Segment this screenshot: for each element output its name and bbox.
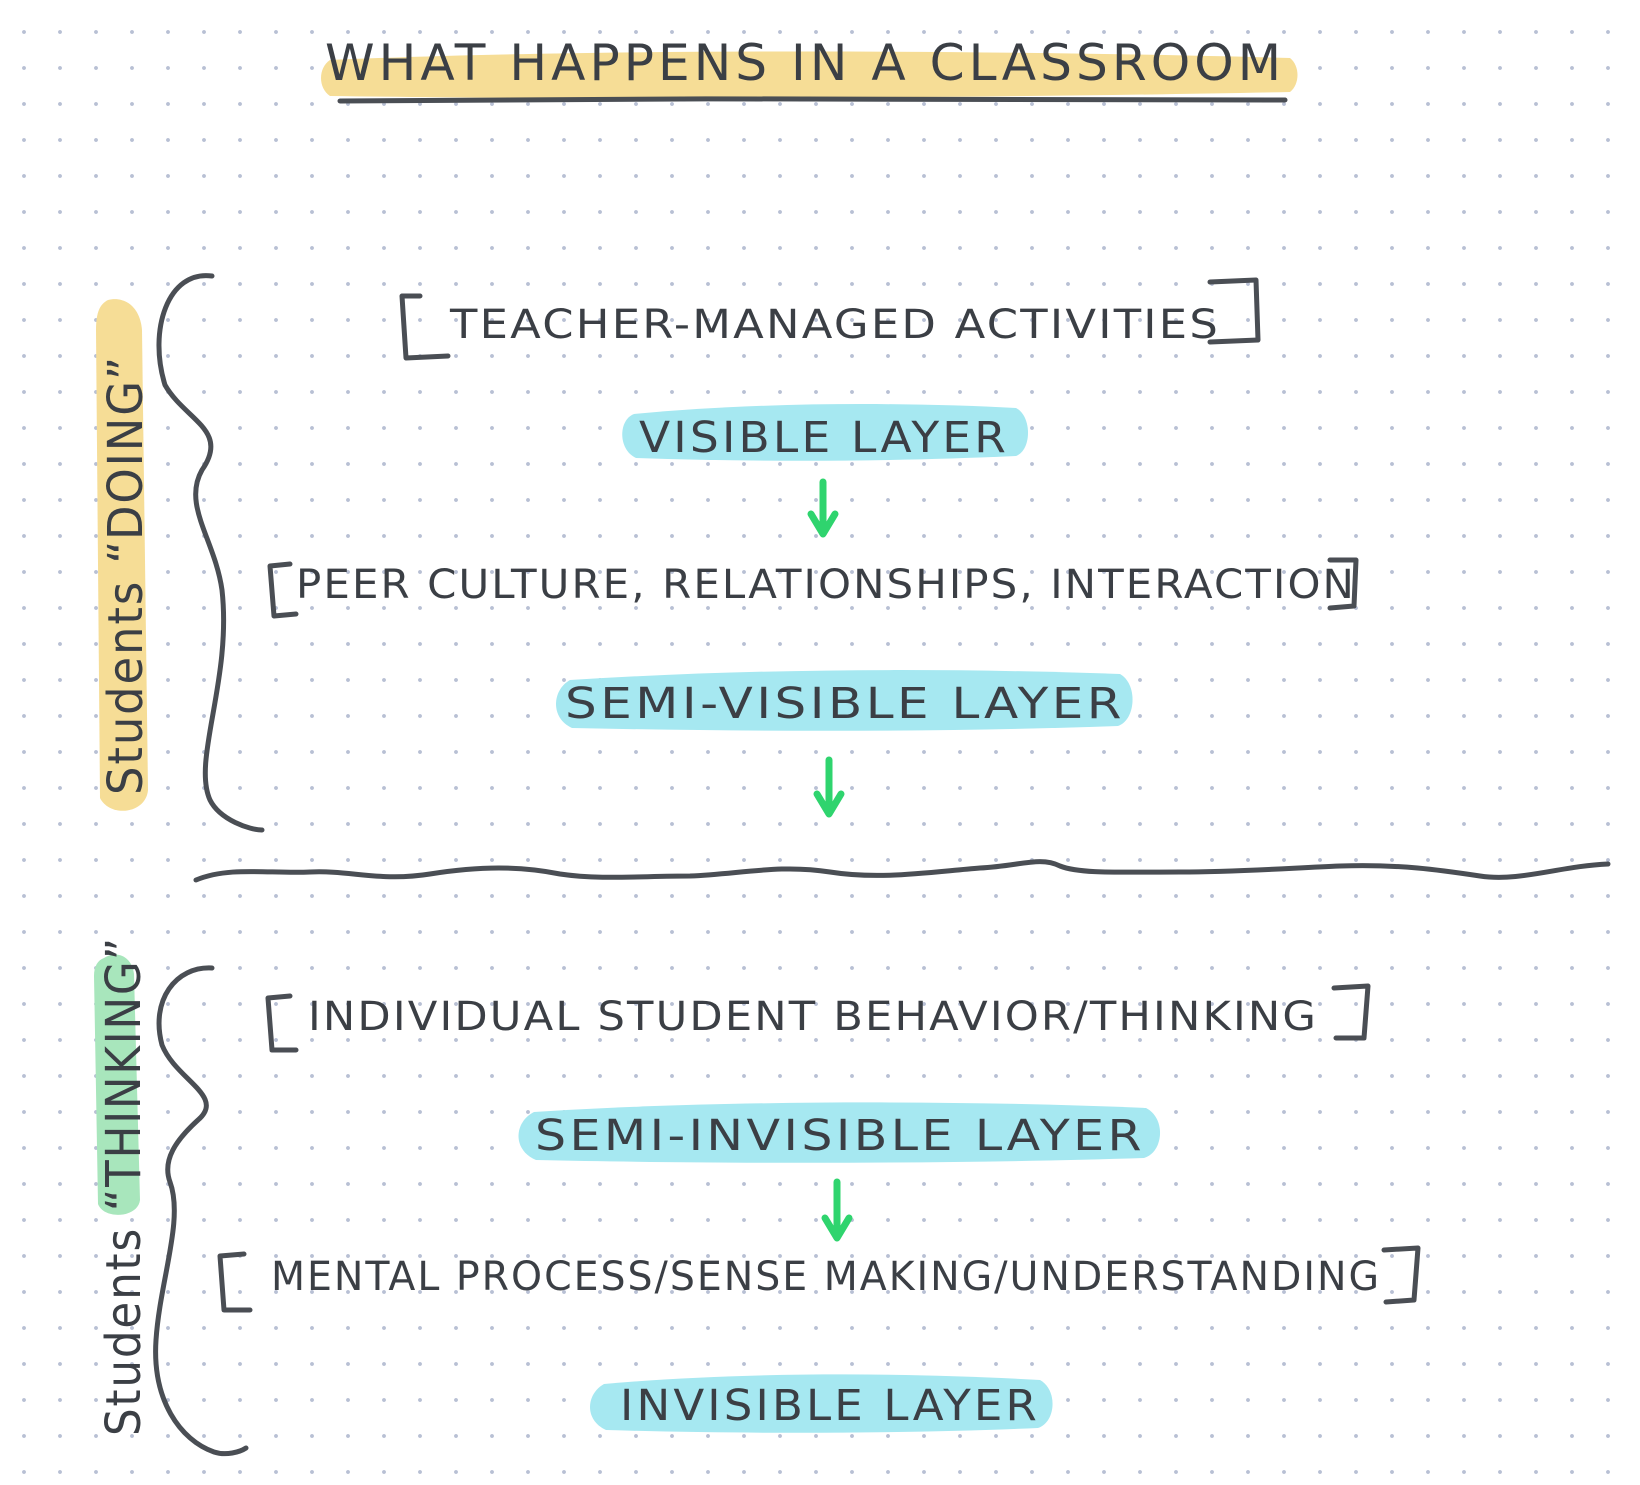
left-bracket: [267, 561, 299, 619]
right-bracket: [1207, 277, 1261, 345]
down-arrow-icon: [821, 1178, 853, 1242]
left-bracket: [399, 293, 451, 361]
doing-side-highlight: [96, 299, 148, 811]
bracket-text-mental-process: MENTAL PROCESS/SENSE MAKING/UNDERSTANDIN…: [271, 1254, 1381, 1300]
layer-highlight: [622, 404, 1028, 461]
doing-section: Students “DOING” TEACHER-MANAGED ACTIVIT…: [96, 273, 1359, 833]
down-arrow-icon: [813, 756, 845, 818]
doing-curly-brace-icon: [156, 273, 265, 833]
bracket-text-peer-culture: PEER CULTURE, RELATIONSHIPS, INTERACTION: [296, 562, 1356, 608]
layer-highlight: [556, 670, 1133, 731]
left-bracket: [265, 993, 299, 1053]
layer-label-visible: VISIBLE LAYER: [639, 413, 1009, 463]
right-bracket: [1331, 983, 1371, 1041]
down-arrow-icon: [807, 478, 839, 538]
layer-highlight: [590, 1374, 1053, 1433]
right-bracket: [1327, 557, 1359, 611]
thinking-section: Students “THINKING” INDIVIDUAL STUDENT B…: [94, 936, 1421, 1457]
bracket-text-teacher-managed: TEACHER-MANAGED ACTIVITIES: [449, 302, 1220, 348]
bracket-text-individual-student: INDIVIDUAL STUDENT BEHAVIOR/THINKING: [308, 994, 1318, 1040]
page-title: WHAT HAPPENS IN A CLASSROOM: [325, 34, 1285, 92]
thinking-side-highlight: [94, 954, 140, 1215]
layer-label-invisible: INVISIBLE LAYER: [620, 1381, 1040, 1431]
title-group: WHAT HAPPENS IN A CLASSROOM: [321, 34, 1298, 104]
layer-label-semi-visible: SEMI-VISIBLE LAYER: [565, 679, 1125, 729]
title-underline: [337, 96, 1288, 104]
wavy-divider: [193, 859, 1611, 883]
layer-highlight: [518, 1102, 1161, 1163]
left-bracket: [217, 1251, 253, 1313]
thinking-curly-brace-icon: [153, 965, 249, 1457]
thinking-side-label: Students “THINKING”: [96, 936, 152, 1436]
right-bracket: [1381, 1245, 1421, 1305]
doing-side-label: Students “DOING”: [98, 355, 154, 795]
title-highlight: [321, 51, 1298, 99]
layer-label-semi-invisible: SEMI-INVISIBLE LAYER: [535, 1111, 1145, 1161]
